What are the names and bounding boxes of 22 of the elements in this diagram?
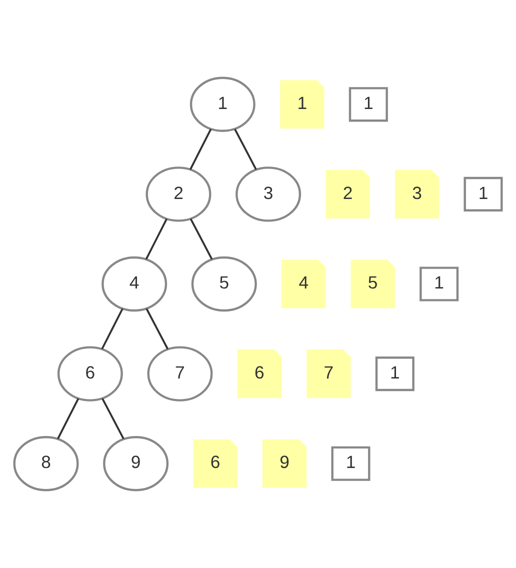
connector	[101, 308, 124, 350]
node-ellipse: 4	[102, 256, 168, 312]
node-box: 1	[348, 87, 388, 122]
node-ellipse: 3	[236, 166, 302, 222]
node-box: 1	[464, 176, 503, 212]
connector	[145, 218, 168, 260]
node-ellipse: 5	[191, 256, 257, 312]
node-box: 1	[420, 266, 459, 302]
node-ellipse: 1	[190, 76, 256, 132]
node-box: 1	[375, 356, 414, 392]
connector	[57, 398, 80, 440]
connector	[146, 308, 169, 350]
node-box: 1	[331, 446, 370, 481]
connector	[234, 128, 257, 170]
connector	[102, 398, 124, 440]
node-ellipse: 2	[146, 166, 212, 222]
node-ellipse: 6	[57, 346, 123, 402]
connector	[190, 128, 212, 170]
node-ellipse: 8	[13, 436, 79, 492]
node-ellipse: 7	[147, 346, 213, 402]
node-ellipse: 9	[103, 436, 169, 492]
connector	[190, 218, 213, 260]
